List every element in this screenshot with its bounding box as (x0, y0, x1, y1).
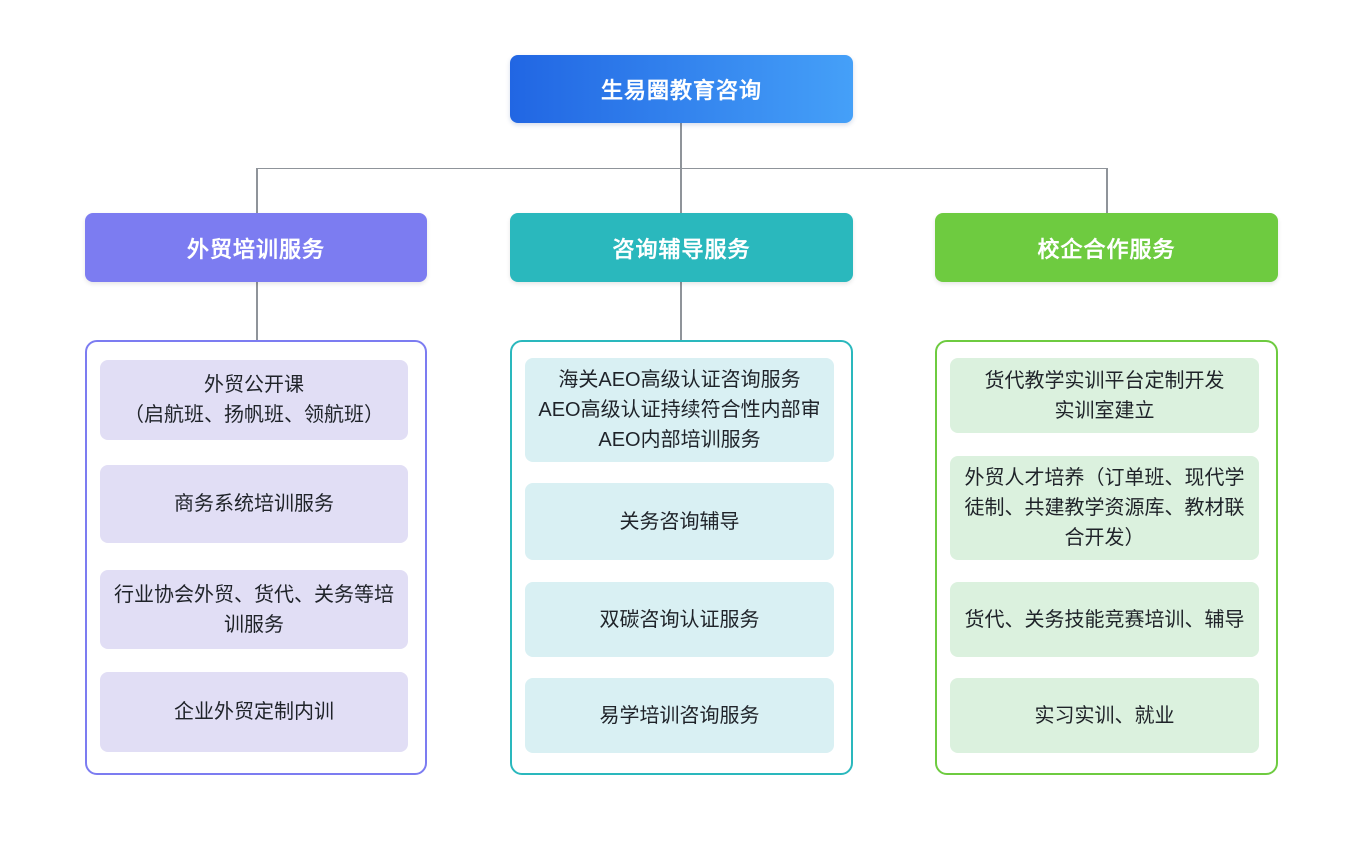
connector-main-horizontal (256, 167, 1107, 169)
branch-item[interactable]: 货代教学实训平台定制开发 实训室建立 (950, 358, 1259, 433)
branch-item[interactable]: 货代、关务技能竞赛培训、辅导 (950, 582, 1259, 657)
branch-item[interactable]: 外贸公开课 （启航班、扬帆班、领航班） (100, 360, 408, 440)
branch-item[interactable]: 海关AEO高级认证咨询服务 AEO高级认证持续符合性内部审 AEO内部培训服务 (525, 358, 834, 462)
connector-root-down (680, 123, 682, 168)
branch-header-school-enterprise[interactable]: 校企合作服务 (935, 213, 1278, 282)
branch-consulting-coaching: 咨询辅导服务 海关AEO高级认证咨询服务 AEO高级认证持续符合性内部审 AEO… (510, 0, 853, 844)
branch-item[interactable]: 商务系统培训服务 (100, 465, 408, 543)
branch-item[interactable]: 易学培训咨询服务 (525, 678, 834, 753)
connector-branch2-stub (680, 168, 682, 214)
branch-item[interactable]: 实习实训、就业 (950, 678, 1259, 753)
branch-item[interactable]: 外贸人才培养（订单班、现代学徒制、共建教学资源库、教材联合开发） (950, 456, 1259, 560)
connector-branch1-to-container (256, 282, 258, 340)
branch-item[interactable]: 行业协会外贸、货代、关务等培训服务 (100, 570, 408, 649)
branch-header-consulting-coaching[interactable]: 咨询辅导服务 (510, 213, 853, 282)
connector-branch3-stub (1106, 168, 1108, 214)
branch-trade-training: 外贸培训服务 外贸公开课 （启航班、扬帆班、领航班） 商务系统培训服务 行业协会… (85, 0, 427, 844)
branch-item[interactable]: 关务咨询辅导 (525, 483, 834, 560)
branch-container-trade-training: 外贸公开课 （启航班、扬帆班、领航班） 商务系统培训服务 行业协会外贸、货代、关… (85, 340, 427, 775)
branch-container-school-enterprise: 货代教学实训平台定制开发 实训室建立 外贸人才培养（订单班、现代学徒制、共建教学… (935, 340, 1278, 775)
branch-item[interactable]: 双碳咨询认证服务 (525, 582, 834, 657)
branch-container-consulting-coaching: 海关AEO高级认证咨询服务 AEO高级认证持续符合性内部审 AEO内部培训服务 … (510, 340, 853, 775)
branch-item[interactable]: 企业外贸定制内训 (100, 672, 408, 752)
connector-branch2-to-container (680, 282, 682, 340)
branch-school-enterprise: 校企合作服务 货代教学实训平台定制开发 实训室建立 外贸人才培养（订单班、现代学… (935, 0, 1278, 844)
connector-branch1-stub (256, 168, 258, 214)
branch-header-trade-training[interactable]: 外贸培训服务 (85, 213, 427, 282)
root-node[interactable]: 生易圈教育咨询 (510, 55, 853, 123)
